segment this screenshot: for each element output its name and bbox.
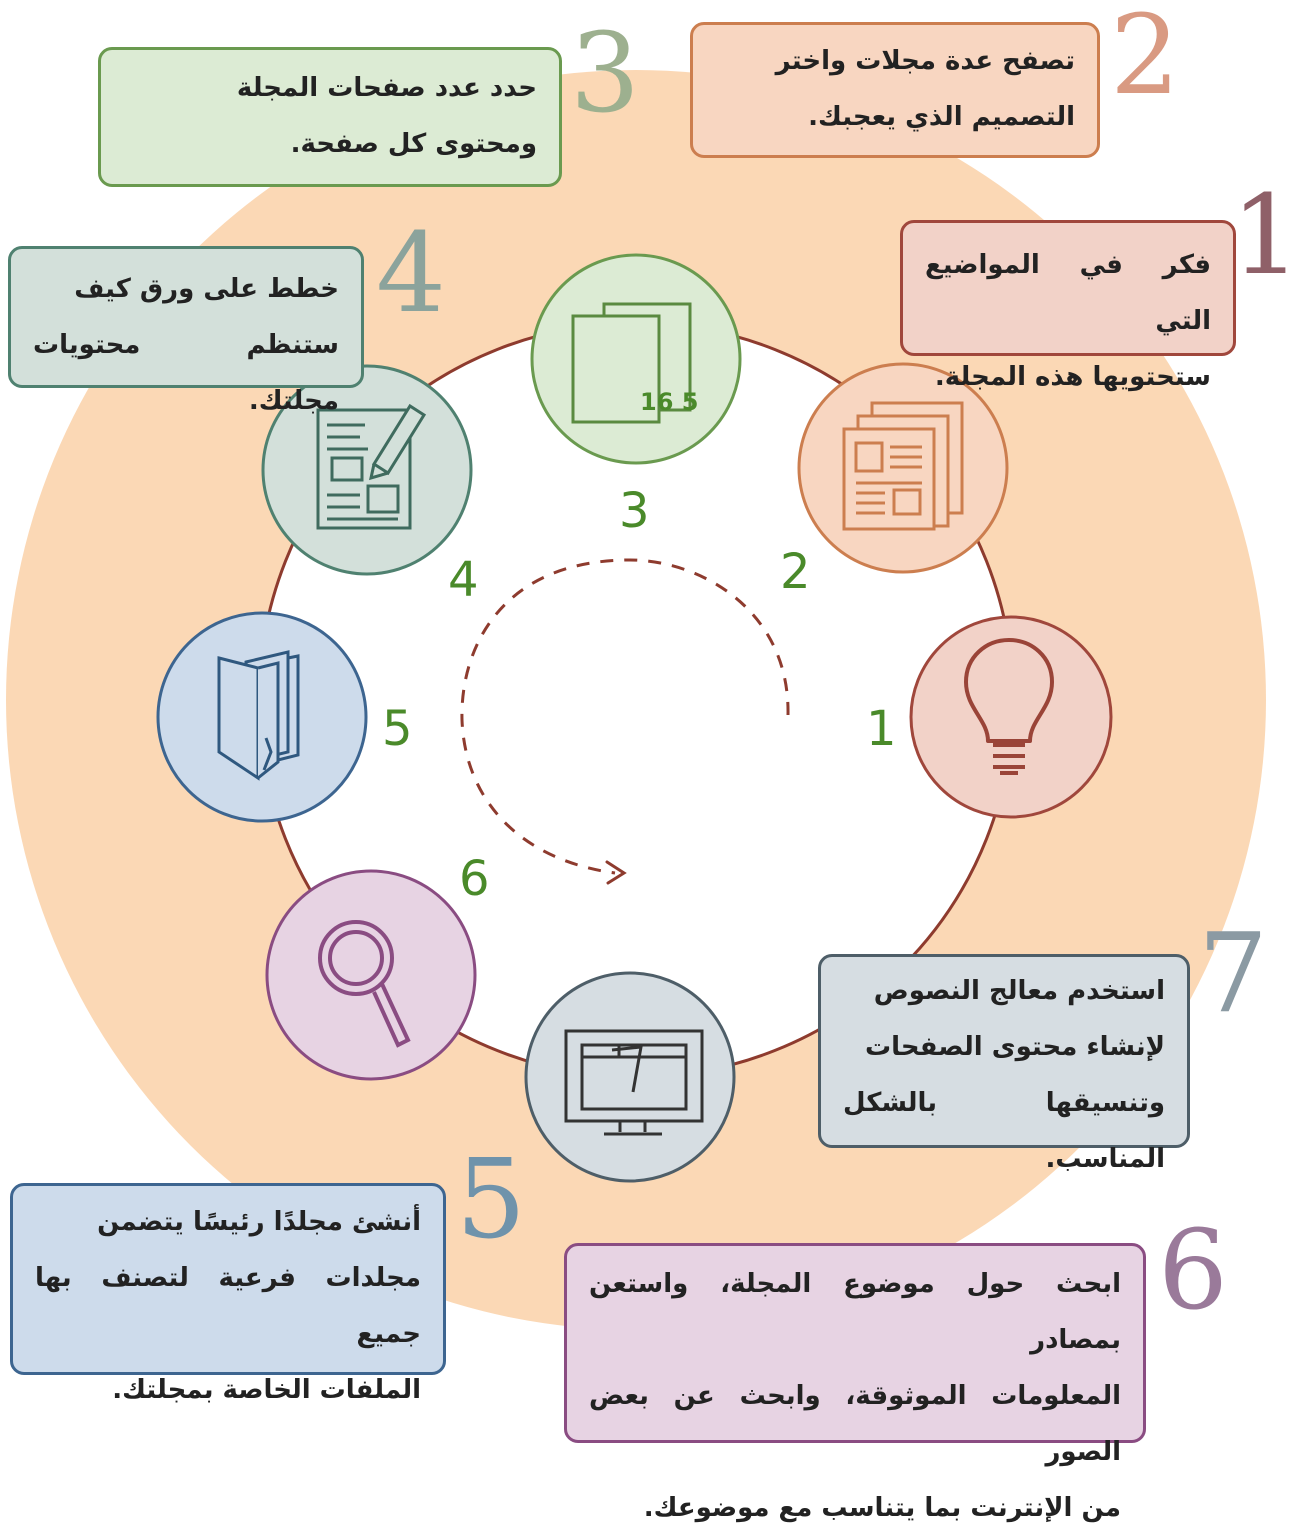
step-7-textbox: استخدم معالج النصوص لإنشاء محتوى الصفحات… [818, 954, 1190, 1174]
step-3-big-number: 3 [570, 9, 640, 137]
step-7-line-3: وتنسيقها بالشكل المناسب. [843, 1088, 1165, 1174]
monitor-icon [564, 1029, 704, 1136]
step-6-number: 6 [459, 851, 490, 907]
step-2-line-2: التصميم الذي يعجبك. [808, 102, 1075, 132]
step-2-number: 2 [780, 544, 811, 600]
lightbulb-icon [964, 638, 1054, 775]
step-5-big-number: 5 [456, 1135, 526, 1263]
magazine-steps-diagram: 1 6 5 [6, 0, 1301, 1523]
step-2-big-number: 2 [1110, 0, 1180, 119]
step-1-textbox: فكر في المواضيع التي ستحتويها هذه المجلة… [900, 220, 1236, 392]
dashed-spiral-path [460, 558, 790, 875]
step-7-node [524, 971, 736, 1183]
step-7-big-number: 7 [1198, 909, 1268, 1037]
step-6-textbox: ابحث حول موضوع المجلة، واستعن بمصادر الم… [564, 1243, 1146, 1523]
step-6-line-3: من الإنترنت بما يتناسب مع موضوعك. [643, 1493, 1121, 1523]
step-1-big-number: 1 [1231, 171, 1301, 299]
step-6-big-number: 6 [1158, 1206, 1228, 1334]
step-1-line-1: فكر في المواضيع التي [925, 250, 1211, 336]
step-4-number: 4 [448, 552, 479, 608]
step-1-node [909, 615, 1113, 819]
step-4-textbox: خطط على ورق كيف ستنظم محتويات مجلتك. [8, 246, 364, 416]
step-5-textbox: أنشئ مجلدًا رئيسًا يتضمن مجلدات فرعية لت… [10, 1183, 446, 1405]
step-4-line-1: خطط على ورق كيف [74, 274, 339, 304]
step-2-textbox: تصفح عدة مجلات واختر التصميم الذي يعجبك. [690, 22, 1100, 158]
folder-book-icon [217, 650, 300, 781]
step-3-line-2: ومحتوى كل صفحة. [290, 129, 537, 159]
step-4-line-2: ستنظم محتويات مجلتك. [33, 330, 339, 416]
step-5-line-1: أنشئ مجلدًا رئيسًا يتضمن [97, 1207, 421, 1237]
step-5-number: 5 [382, 701, 413, 757]
step-4-big-number: 4 [376, 209, 446, 337]
step-3-textbox: حدد عدد صفحات المجلة ومحتوى كل صفحة. [98, 47, 562, 187]
plan-sketch-icon [316, 403, 427, 530]
step-6-line-1: ابحث حول موضوع المجلة، واستعن بمصادر [589, 1269, 1121, 1355]
step-5-line-3: الملفات الخاصة بمجلتك. [112, 1375, 421, 1405]
step-7-line-2: لإنشاء محتوى الصفحات [865, 1032, 1165, 1062]
newspaper-pages-icon [842, 401, 964, 531]
spiral-arrowhead [605, 860, 627, 885]
step-6-node [265, 869, 477, 1081]
step-3-number: 3 [619, 483, 650, 539]
step-6-line-2: المعلومات الموثوقة، وابحث عن بعض الصور [589, 1381, 1121, 1467]
step-5-line-2: مجلدات فرعية لتصنف بها جميع [35, 1263, 421, 1349]
magnifier-icon [318, 920, 411, 1048]
step-1-number: 1 [866, 701, 897, 757]
page-count-icon: 16 5 [571, 302, 698, 424]
step-1-line-2: ستحتويها هذه المجلة. [934, 362, 1211, 392]
step-3-line-1: حدد عدد صفحات المجلة [236, 73, 537, 103]
step-2-line-1: تصفح عدة مجلات واختر [775, 46, 1075, 76]
svg-text:16 5: 16 5 [640, 388, 698, 416]
step-7-line-1: استخدم معالج النصوص [873, 976, 1165, 1006]
